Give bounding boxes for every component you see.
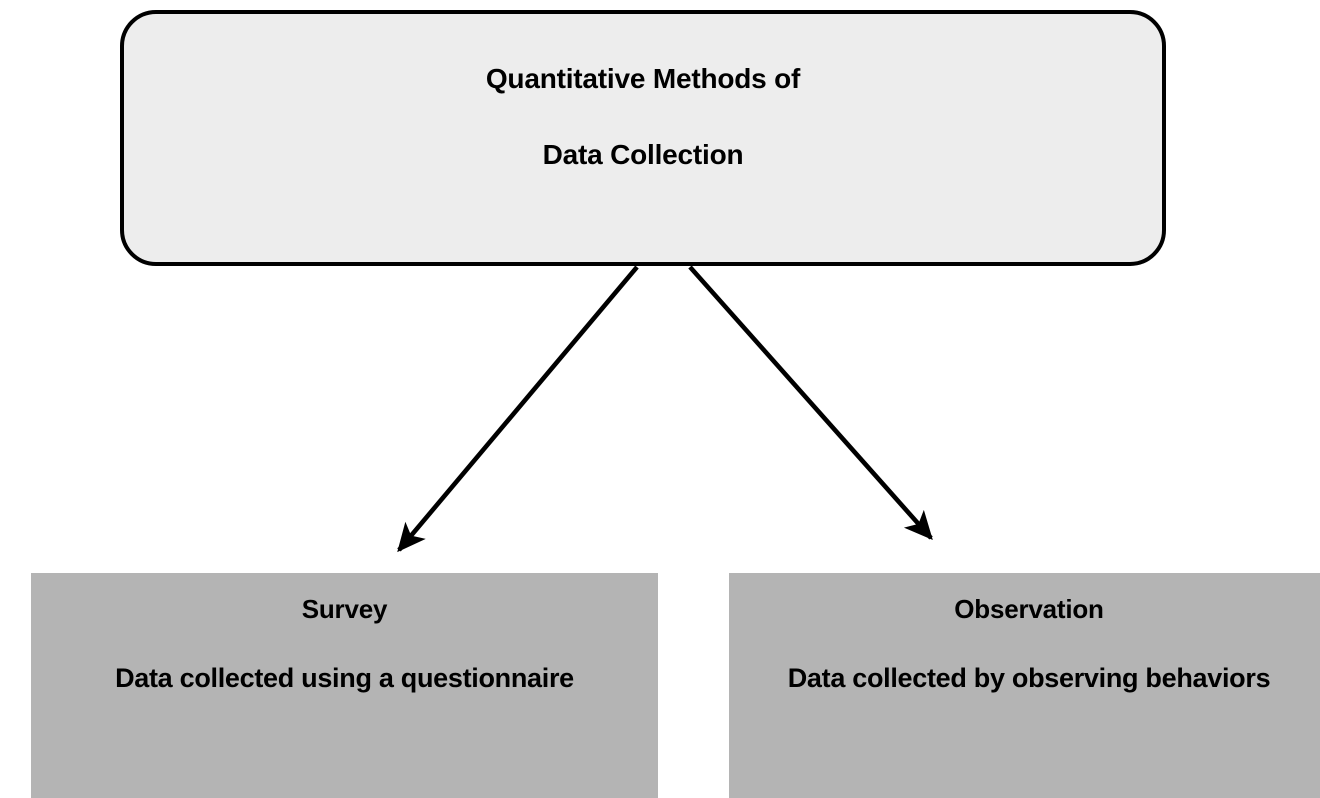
branch-node-survey[interactable]: Survey Data collected using a questionna… xyxy=(31,573,658,798)
arrow-to-survey xyxy=(397,265,639,553)
branch-description-observation: Data collected by observing behaviors xyxy=(787,662,1271,693)
root-node-title-line-1: Quantitative Methods of xyxy=(485,63,801,94)
root-node-quantitative-methods[interactable]: Quantitative Methods of Data Collection xyxy=(120,10,1166,266)
arrow-to-observation xyxy=(688,265,933,541)
branch-title-observation: Observation xyxy=(954,594,1104,624)
branch-node-observation[interactable]: Observation Data collected by observing … xyxy=(729,573,1320,798)
branch-title-survey: Survey xyxy=(301,594,388,624)
branch-description-survey: Data collected using a questionnaire xyxy=(115,662,574,693)
root-node-title-line-2: Data Collection xyxy=(542,138,744,170)
